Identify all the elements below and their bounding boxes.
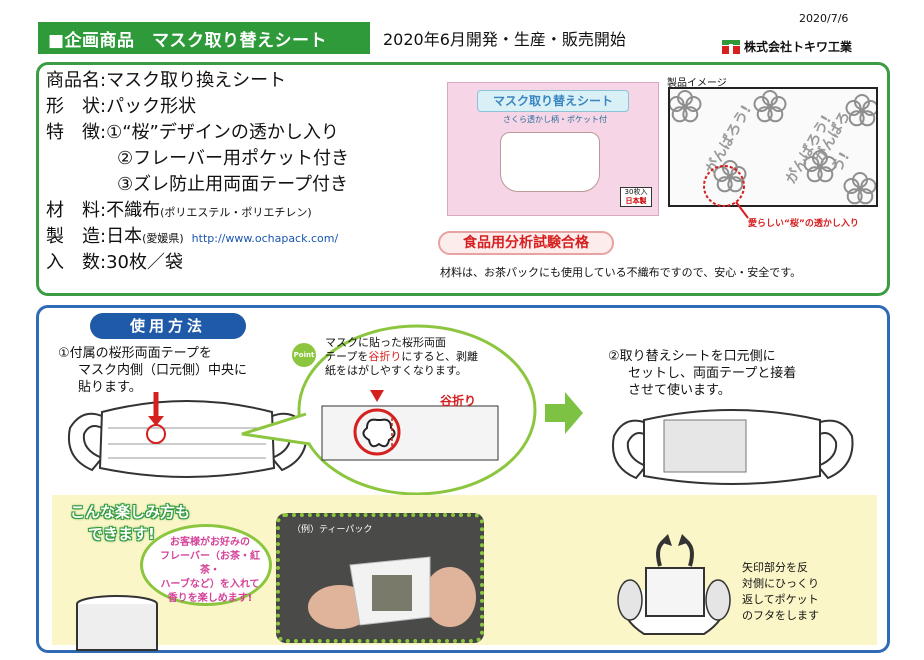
package-count-box: 30枚入 日本製 (620, 187, 652, 207)
spec-value: 30枚／袋 (106, 252, 183, 273)
point-text: マスクに貼った桜形両面 テープを谷折りにすると、剥離 紙をはがしやすくなります。 (325, 336, 500, 378)
flavor-line: お客様がお好みの (170, 537, 250, 548)
usage-panel (36, 305, 890, 653)
callout-bubble (241, 324, 537, 496)
spec-label: 材 料 (46, 200, 100, 221)
package-mask-illustration (500, 132, 600, 192)
tea-cup-illustration (76, 595, 158, 651)
spec-value: ②フレーバー用ポケット付き (117, 148, 349, 169)
flavor-title: こんな楽しみ方も できます! (70, 501, 190, 545)
spec-row-name: 商品名:マスク取り換えシート (46, 70, 287, 91)
pocket-tip-line: 矢印部分を反 (742, 561, 808, 574)
spec-note: (愛媛県) (142, 232, 184, 245)
flavor-bubble (140, 524, 272, 606)
company-logo-icon (722, 39, 740, 54)
package-subtitle: さくら透かし柄・ポケット付 (503, 115, 607, 124)
product-image: がんばろう! がんばろう! がんばろう! (668, 87, 878, 207)
spec-value: パック形状 (106, 96, 197, 117)
mask-step2-illustration (612, 409, 854, 485)
spec-row-shape: 形 状:パック形状 (46, 96, 197, 117)
release-subtitle: 2020年6月開発・生産・販売開始 (383, 30, 626, 49)
pocket-tip-line: のフタをします (742, 609, 819, 622)
flavor-bubble-text: お客様がお好みの フレーバー（お茶・紅茶・ ハーブなど）を入れて 香りを楽しめま… (151, 536, 269, 606)
package-title: マスク取り替えシート (477, 90, 629, 112)
pocket-tip-text: 矢印部分を反 対側にひっくり 返してポケット のフタをします (742, 560, 852, 624)
point-line: マスクに貼った桜形両面 (325, 336, 446, 349)
spec-row-feature-2: ②フレーバー用ポケット付き (46, 146, 349, 172)
point-line: テープを谷折りにすると、剥離 (325, 350, 500, 364)
step-1-line: ①付属の桜形両面テープを (58, 346, 212, 361)
safety-note: 材料は、お茶パックにも使用している不織布ですので、安心・安全です。 (440, 266, 802, 279)
spec-value: ①“桜”デザインの透かし入り (106, 122, 339, 143)
point-badge: Point (292, 343, 316, 367)
spec-value: 日本 (106, 226, 143, 247)
sakura-note: 愛らしい“桜”の透かし入り (748, 219, 859, 229)
document-date: 2020/7/6 (799, 12, 849, 25)
spec-row-feature: 特 徴:①“桜”デザインの透かし入り (46, 122, 339, 143)
spec-value: ③ズレ防止用両面テープ付き (117, 174, 349, 195)
flavor-line: 香りを楽しめます! (167, 593, 253, 604)
package-made-in: 日本製 (625, 197, 647, 205)
step-1-text: ①付属の桜形両面テープを マスク内側（口元側）中央に 貼ります。 (58, 345, 268, 396)
spec-label: 入 数 (46, 252, 100, 273)
arrow-right-icon (545, 392, 583, 434)
pocket-fold-illustration (617, 534, 731, 635)
point-span-red: 谷折り (368, 350, 402, 363)
teabag-photo-label: （例）ティーパック (292, 525, 373, 535)
product-image-label: 製品イメージ (667, 78, 727, 89)
spec-note: (ポリエステル・ポリエチレン) (160, 206, 312, 219)
spec-value: マスク取り換えシート (106, 70, 287, 91)
point-span: テープを (325, 350, 369, 363)
step-1-line: マスク内側（口元側）中央に (78, 363, 248, 378)
pocket-tip-line: 返してポケット (742, 593, 819, 606)
spec-row-maker: 製 造:日本(愛媛県)http://www.ochapack.com/ (46, 226, 339, 247)
spec-label: 商品名 (46, 70, 100, 91)
company-name: 株式会社トキワ工業 (722, 38, 852, 55)
title-banner: ■企画商品 マスク取り替えシート (38, 22, 370, 54)
flavor-line: ハーブなど）を入れて (160, 579, 260, 590)
step-2-line: ②取り替えシートを口元側に (608, 349, 776, 364)
flavor-line: フレーバー（お茶・紅茶・ (160, 551, 260, 576)
spec-row-material: 材 料:不織布(ポリエステル・ポリエチレン) (46, 200, 312, 221)
valley-fold-label: 谷折り (440, 394, 477, 408)
step-2-text: ②取り替えシートを口元側に セットし、両面テープと接着 させて使います。 (608, 348, 828, 399)
step-2-line: セットし、両面テープと接着 (628, 366, 797, 381)
spec-row-feature-3: ③ズレ防止用両面テープ付き (46, 172, 349, 198)
point-span: にすると、剥離 (401, 350, 479, 363)
teabag-illustration (280, 517, 480, 639)
usage-title: 使用方法 (90, 313, 246, 339)
food-test-badge: 食品用分析試験合格 (438, 231, 614, 255)
point-line: 紙をはがしやすくなります。 (325, 364, 467, 377)
step-2-line: させて使います。 (628, 383, 731, 398)
package-count: 30枚入 (624, 188, 648, 196)
spec-label: 形 状 (46, 96, 100, 117)
flavor-title-line: こんな楽しみ方も (70, 503, 191, 521)
step-1-line: 貼ります。 (78, 380, 142, 395)
company-name-text: 株式会社トキワ工業 (744, 40, 853, 54)
website-link[interactable]: http://www.ochapack.com/ (191, 232, 339, 245)
spec-label: 特 徴 (46, 122, 100, 143)
teabag-photo (276, 513, 484, 643)
highlight-circle (703, 165, 749, 219)
product-info-panel (36, 62, 890, 296)
spec-row-qty: 入 数:30枚／袋 (46, 252, 183, 273)
pocket-tip-line: 対側にひっくり (742, 577, 819, 590)
spec-value: 不織布 (106, 200, 161, 221)
product-spec-list: 商品名:マスク取り換えシート 形 状:パック形状 特 徴:①“桜”デザインの透か… (46, 68, 349, 276)
flavor-title-line: できます! (88, 525, 155, 543)
spec-label: 製 造 (46, 226, 100, 247)
